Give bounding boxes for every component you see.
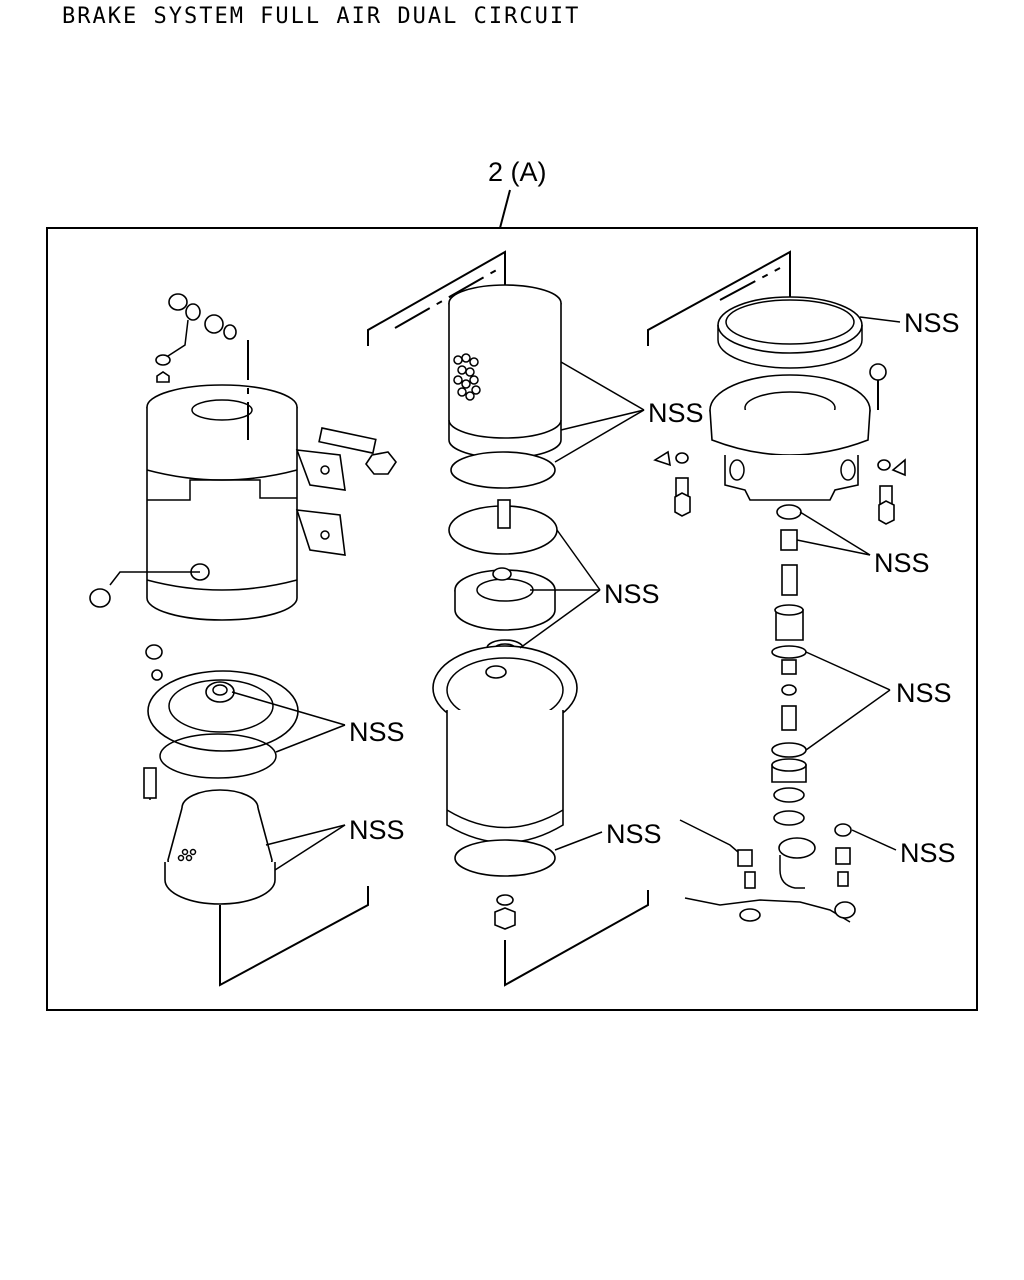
callout-nss-left-gaskets: NSS <box>231 691 405 753</box>
svg-text:NSS: NSS <box>349 717 405 747</box>
assembly-label: 2 (A) <box>488 157 547 187</box>
svg-text:NSS: NSS <box>606 819 662 849</box>
callout-nss-fitting-washer: NSS <box>851 829 956 868</box>
callout-nss-left-muffler: NSS <box>265 815 405 871</box>
right-top-bracket <box>647 250 791 346</box>
svg-text:NSS: NSS <box>874 548 930 578</box>
center-bottom-bracket <box>504 890 649 987</box>
center-filter-cartridge <box>448 284 562 459</box>
page-title: BRAKE SYSTEM FULL AIR DUAL CIRCUIT <box>62 4 581 29</box>
left-diaphragm-plate <box>143 644 299 800</box>
right-valve-body <box>709 363 887 501</box>
callout-nss-piston-orings: NSS <box>805 651 952 751</box>
left-bottom-bracket <box>219 886 369 987</box>
right-fittings-and-hose <box>679 819 856 923</box>
callout-nss-top-ring: NSS <box>859 308 960 338</box>
center-housing <box>432 645 578 930</box>
left-muffler <box>164 789 276 905</box>
assembly-frame <box>46 227 978 1011</box>
center-valve-seat <box>454 567 556 657</box>
right-piston-stack <box>771 504 807 826</box>
callout-nss-filter-cartridge: NSS <box>554 361 704 463</box>
callout-nss-valve-discs: NSS <box>519 529 660 649</box>
svg-text:NSS: NSS <box>904 308 960 338</box>
svg-text:NSS: NSS <box>648 398 704 428</box>
svg-text:NSS: NSS <box>900 838 956 868</box>
right-sealing-ring <box>717 296 863 369</box>
left-side-nut <box>89 571 200 608</box>
callout-nss-housing-seal: NSS <box>554 819 662 851</box>
left-housing <box>146 384 298 621</box>
svg-text:NSS: NSS <box>349 815 405 845</box>
center-discs <box>448 451 558 555</box>
svg-text:NSS: NSS <box>604 579 660 609</box>
assembly-leader <box>499 189 511 229</box>
svg-text:NSS: NSS <box>896 678 952 708</box>
left-mounting-bracket <box>295 449 346 556</box>
callout-nss-valve-seal-upper: NSS <box>796 511 930 578</box>
right-side-screws <box>653 450 906 525</box>
center-top-bracket <box>367 250 506 346</box>
left-top-fittings <box>155 293 249 440</box>
left-bolt <box>318 427 397 475</box>
